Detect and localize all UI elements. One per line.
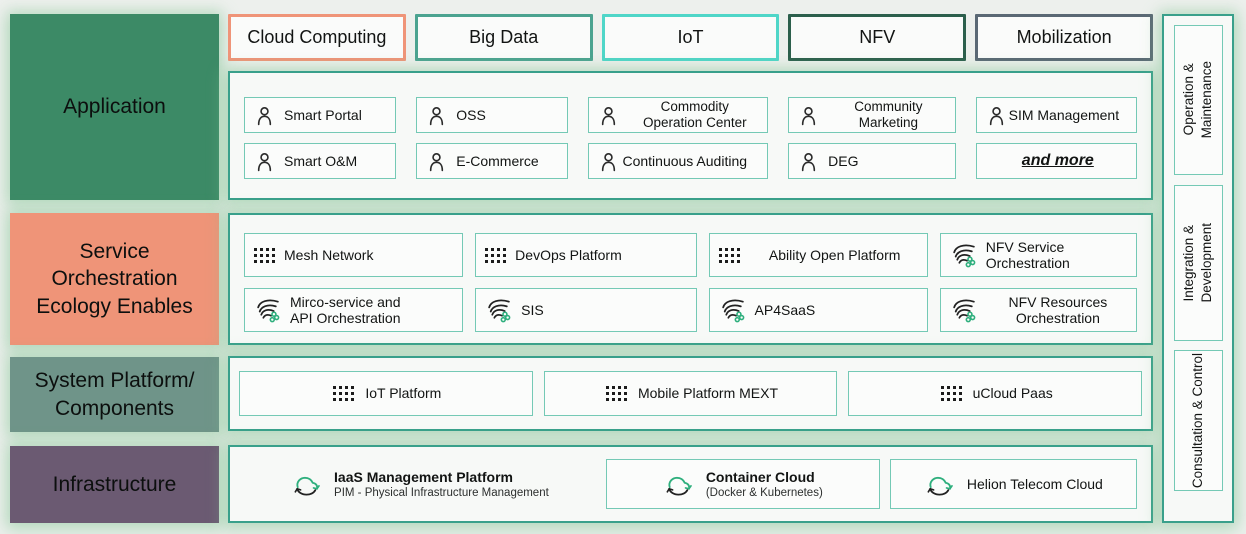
app-item-label: DEG: [828, 152, 859, 169]
inf-item-helion-telecom-cloud: Helion Telecom Cloud: [889, 459, 1137, 509]
svc-item-nfv-resources-orchestration: NFV Resources Orchestration: [939, 288, 1137, 332]
grid-icon: [719, 248, 740, 263]
app-item-label: Commodity Operation Center: [643, 99, 747, 130]
orchestration-icon: [254, 297, 281, 324]
chip-iot: IoT: [601, 14, 780, 61]
app-item-label: Smart O&M: [284, 152, 358, 169]
inf-item-title: Helion Telecom Cloud: [966, 476, 1103, 492]
user-icon: [254, 151, 275, 172]
app-item-and-more: and more: [975, 143, 1137, 179]
user-icon: [798, 105, 819, 126]
app-item-deg: DEG: [788, 143, 956, 179]
svc-item-label: Ability Open Platform: [768, 246, 901, 263]
svc-item-ability-open-platform: Ability Open Platform: [708, 233, 928, 277]
app-item-continuous-auditing: Continuous Auditing: [588, 143, 769, 179]
inf-item-subtitle: (Docker & Kubernetes): [705, 487, 823, 499]
svc-item-ap4saas: AP4SaaS: [708, 288, 928, 332]
orchestration-icon: [950, 242, 977, 269]
layer-label-system-platform: System Platform/ Components: [10, 357, 219, 432]
grid-icon: [606, 386, 627, 401]
cloud-sync-icon: [924, 472, 955, 497]
sys-item-label: IoT Platform: [365, 385, 442, 402]
orchestration-icon: [950, 297, 977, 324]
svc-item-label: NFV Service Orchestration: [985, 238, 1070, 271]
technology-chip-row: Cloud Computing Big Data IoT NFV Mobiliz…: [228, 14, 1153, 61]
grid-icon: [485, 248, 506, 263]
side-item-integration-development: Integration & Development: [1174, 185, 1223, 341]
app-item-label: SIM Management: [1008, 106, 1120, 123]
cloud-sync-icon: [291, 472, 322, 497]
app-item-oss: OSS: [416, 97, 569, 133]
app-item-label: OSS: [456, 106, 486, 123]
app-item-e-commerce: E-Commerce: [416, 143, 569, 179]
user-icon: [426, 105, 447, 126]
app-item-sim-management: SIM Management: [975, 97, 1137, 133]
sys-item-ucloud-paas: uCloud Paas: [848, 371, 1143, 416]
chip-nfv: NFV: [788, 14, 967, 61]
inf-item-container-cloud: Container Cloud (Docker & Kubernetes): [605, 459, 880, 509]
user-icon: [598, 105, 619, 126]
user-icon: [598, 151, 619, 172]
app-item-commodity-operation-center: Commodity Operation Center: [588, 97, 769, 133]
side-rail: Operation & Maintenance Integration & De…: [1162, 14, 1234, 523]
layer-label-service-orchestration: Service Orchestration Ecology Enables: [10, 213, 219, 345]
orchestration-icon: [719, 297, 746, 324]
svc-item-sis: SIS: [475, 288, 697, 332]
layer-label-application: Application: [10, 14, 219, 200]
svc-item-label: DevOps Platform: [515, 246, 622, 263]
user-icon: [798, 151, 819, 172]
app-item-label: E-Commerce: [456, 152, 539, 169]
side-item-operation-maintenance: Operation & Maintenance: [1174, 25, 1223, 175]
svc-item-label: Mirco-service and API Orchestration: [290, 293, 401, 326]
layer-label-infrastructure: Infrastructure: [10, 446, 219, 523]
svc-item-mesh-network: Mesh Network: [244, 233, 464, 277]
svc-item-label: SIS: [521, 301, 544, 318]
sys-item-label: uCloud Paas: [972, 385, 1053, 402]
side-item-label: Operation & Maintenance: [1181, 61, 1215, 139]
side-item-label: Integration & Development: [1181, 223, 1215, 303]
orchestration-icon: [485, 297, 512, 324]
cloud-sync-icon: [663, 472, 694, 497]
grid-icon: [254, 248, 275, 263]
infrastructure-panel: IaaS Management Platform PIM - Physical …: [228, 445, 1153, 523]
inf-item-subtitle: PIM - Physical Infrastructure Management: [334, 487, 549, 499]
inf-item-title: Container Cloud: [705, 469, 815, 485]
app-item-community-marketing: Community Marketing: [788, 97, 956, 133]
inf-item-iaas-management-platform: IaaS Management Platform PIM - Physical …: [244, 459, 596, 509]
sys-item-iot-platform: IoT Platform: [239, 371, 533, 416]
user-icon: [426, 151, 447, 172]
app-item-smart-om: Smart O&M: [244, 143, 397, 179]
side-item-consultation-control: Consultation & Control: [1174, 350, 1223, 491]
svc-item-label: AP4SaaS: [754, 301, 816, 318]
sys-item-label: Mobile Platform MEXT: [637, 385, 779, 402]
system-platform-panel: IoT Platform Mobile Platform MEXT uCloud…: [228, 356, 1153, 431]
app-item-label: Continuous Auditing: [622, 152, 748, 169]
application-panel: Smart Portal OSS Commodity Operation Cen…: [228, 71, 1153, 200]
user-icon: [254, 105, 275, 126]
inf-item-title: IaaS Management Platform: [334, 469, 513, 485]
svc-item-label: Mesh Network: [284, 246, 374, 263]
user-icon: [986, 105, 1007, 126]
side-item-label: Consultation & Control: [1190, 352, 1206, 489]
svc-item-devops-platform: DevOps Platform: [475, 233, 697, 277]
svc-item-microservice-api-orchestration: Mirco-service and API Orchestration: [244, 288, 464, 332]
app-item-label: Smart Portal: [284, 106, 362, 123]
sys-item-mobile-platform-mext: Mobile Platform MEXT: [543, 371, 838, 416]
app-item-smart-portal: Smart Portal: [244, 97, 397, 133]
chip-cloud-computing: Cloud Computing: [228, 14, 406, 61]
chip-mobilization: Mobilization: [975, 14, 1153, 61]
grid-icon: [333, 386, 354, 401]
service-orchestration-panel: Mesh Network DevOps Platform Ability Ope…: [228, 213, 1153, 345]
grid-icon: [941, 386, 962, 401]
svc-item-nfv-service-orchestration: NFV Service Orchestration: [939, 233, 1137, 277]
app-item-label: and more: [1021, 151, 1094, 169]
svc-item-label: NFV Resources Orchestration: [1008, 293, 1108, 326]
app-item-label: Community Marketing: [854, 99, 923, 130]
chip-big-data: Big Data: [414, 14, 593, 61]
